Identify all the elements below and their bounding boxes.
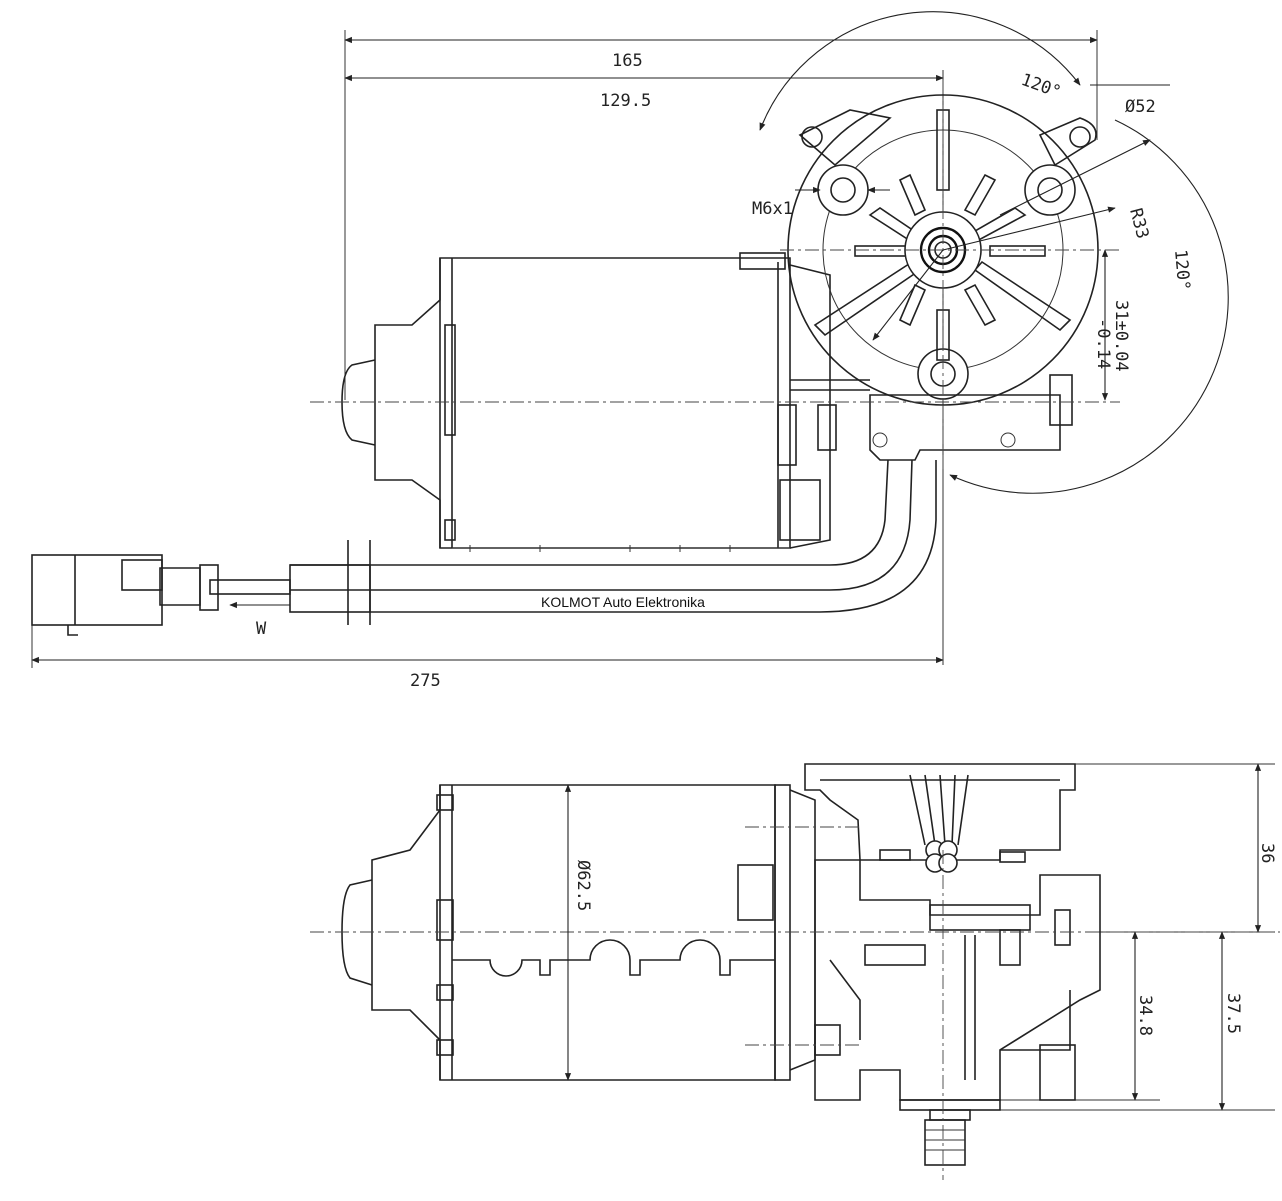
dim-motor-diameter: Ø62.5 (573, 860, 593, 911)
dim-bolt-circle: Ø52 (1125, 97, 1156, 117)
dim-motor-to-shaft: 129.5 (600, 91, 651, 111)
dim-total-length: 275 (410, 671, 441, 691)
angle-upper-label: 120° (1018, 70, 1063, 103)
top-view: 165 129.5 275 120° 120° Ø52 R33 M6x1 31±… (31, 11, 1229, 691)
motor-body-side (341, 784, 816, 1081)
cable-top (31, 459, 937, 636)
dim-height-upper: 36 (1257, 843, 1277, 863)
dim-offset-tol: -0.14 (1093, 318, 1113, 369)
label-w: W (256, 619, 267, 639)
dim-height-lower-outer: 37.5 (1223, 993, 1243, 1034)
motor-body-top (341, 252, 870, 552)
dim-offset: 31±0.04 (1111, 300, 1131, 372)
dim-height-lower-inner: 34.8 (1135, 995, 1155, 1036)
dim-thread: M6x1 (752, 199, 793, 219)
watermark: KOLMOT Auto Elektronika (541, 594, 705, 610)
side-view: Ø62.5 36 34.8 37.5 (310, 763, 1280, 1180)
dim-overall-width: 165 (612, 51, 643, 71)
dim-radius: R33 (1125, 206, 1152, 241)
gearbox-side (804, 763, 1101, 1166)
angle-right-label: 120° (1170, 249, 1193, 292)
